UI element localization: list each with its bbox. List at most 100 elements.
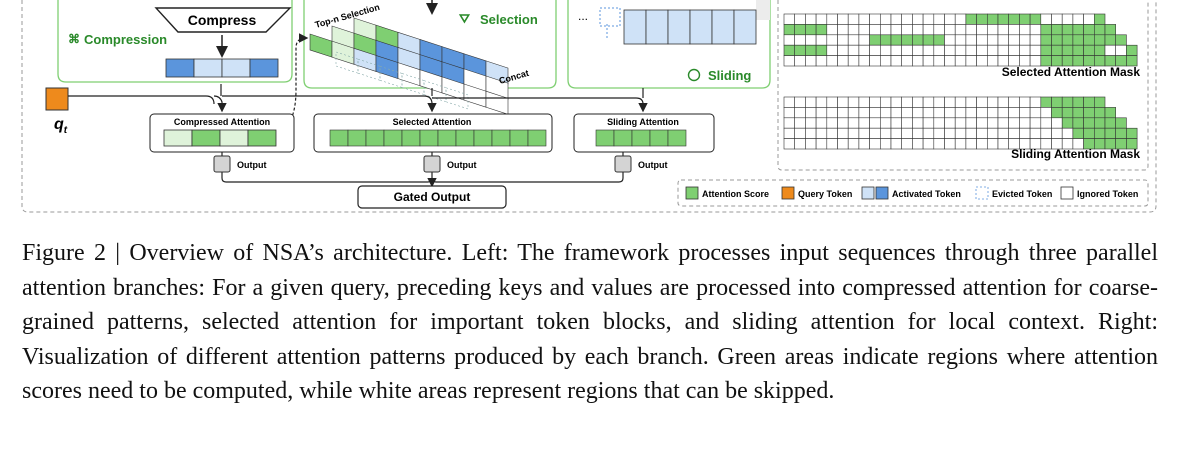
sliding-mask-cell bbox=[869, 138, 881, 150]
sliding-mask-cell bbox=[826, 138, 838, 150]
sliding-mask-cell bbox=[858, 127, 870, 139]
sliding-mask-cell bbox=[901, 138, 913, 150]
selected-mask-cell bbox=[847, 24, 860, 36]
selected-mask-cell bbox=[1040, 24, 1052, 36]
sliding-mask-cell bbox=[1115, 127, 1127, 139]
selected-mask-cell bbox=[1008, 44, 1020, 56]
selected-mask-cell bbox=[933, 24, 945, 36]
selected-mask-cell bbox=[837, 24, 849, 36]
selected-mask-cell bbox=[858, 55, 870, 67]
selected-attention-cell bbox=[347, 129, 367, 147]
selected-mask-cell bbox=[847, 55, 860, 67]
sliding-mask-cell bbox=[997, 138, 1009, 150]
sliding-mask-cell bbox=[912, 127, 924, 139]
sliding-token-blocks bbox=[623, 9, 757, 45]
selected-mask-cell bbox=[879, 24, 892, 36]
sliding-attention-mask-grid bbox=[783, 96, 1138, 150]
sliding-mask-cell bbox=[815, 138, 828, 150]
sliding-mask-cell bbox=[1051, 107, 1063, 119]
sliding-mask-cell bbox=[965, 96, 977, 108]
legend-activated-token: Activated Token bbox=[861, 186, 961, 200]
sliding-mask-cell bbox=[1029, 96, 1042, 108]
selected-mask-cell bbox=[976, 13, 988, 25]
selected-mask-cell bbox=[826, 24, 838, 36]
legend-attention-score: Attention Score bbox=[685, 186, 769, 200]
legend-query-token: Query Token bbox=[781, 186, 852, 200]
sliding-mask-cell bbox=[858, 117, 870, 129]
compress-trapezoid bbox=[154, 7, 292, 33]
sliding-mask-cell bbox=[1019, 96, 1031, 108]
selected-mask-cell bbox=[933, 34, 945, 46]
compression-label: Compression bbox=[84, 32, 167, 47]
sliding-mask-cell bbox=[1072, 96, 1084, 108]
selected-mask-cell bbox=[922, 13, 935, 25]
sliding-mask-cell bbox=[1061, 96, 1074, 108]
legend-attention-score-label: Attention Score bbox=[702, 189, 769, 199]
output-sliding: Output bbox=[614, 155, 668, 173]
sliding-branch: ... Sliding bbox=[567, 0, 771, 89]
sliding-mask-cell bbox=[794, 117, 806, 129]
sliding-mask-cell bbox=[922, 117, 935, 129]
selected-mask-cell bbox=[1008, 24, 1020, 36]
selected-mask-cell bbox=[986, 55, 999, 67]
sliding-mask-cell bbox=[1051, 127, 1063, 139]
sliding-mask-cell bbox=[944, 107, 956, 119]
sliding-mask-cell bbox=[783, 117, 795, 129]
sliding-mask-cell bbox=[1094, 127, 1106, 139]
sliding-mask-cell bbox=[986, 107, 999, 119]
selected-mask-cell bbox=[1115, 34, 1127, 46]
compress-label: Compress bbox=[188, 12, 257, 28]
sliding-attention-cell bbox=[649, 129, 669, 147]
legend-ignored-token-label: Ignored Token bbox=[1077, 189, 1138, 199]
sliding-mask-cell bbox=[837, 138, 849, 150]
legend-evicted-token-label: Evicted Token bbox=[992, 189, 1052, 199]
sliding-mask-cell bbox=[997, 107, 1009, 119]
selected-mask-cell bbox=[997, 34, 1009, 46]
sliding-mask-cell bbox=[783, 96, 795, 108]
selected-mask-cell bbox=[794, 55, 806, 67]
sliding-mask-cell bbox=[890, 107, 902, 119]
sliding-mask-cell bbox=[815, 107, 828, 119]
sliding-mask-cell bbox=[815, 127, 828, 139]
selected-mask-cell bbox=[1083, 13, 1095, 25]
query-symbol: qt bbox=[54, 116, 68, 136]
sliding-mask-cell bbox=[922, 96, 935, 108]
selected-mask-cell bbox=[986, 34, 999, 46]
sliding-mask-cell bbox=[954, 138, 967, 150]
selected-mask-cell bbox=[805, 44, 817, 56]
selected-mask-cell bbox=[1040, 44, 1052, 56]
selected-mask-cell bbox=[869, 24, 881, 36]
sliding-mask-cell bbox=[1040, 127, 1052, 139]
selection-token-rows bbox=[309, 17, 509, 115]
sliding-mask-cell bbox=[901, 117, 913, 129]
selected-mask-cell bbox=[986, 13, 999, 25]
selected-mask-cell bbox=[869, 44, 881, 56]
sliding-mask-cell bbox=[826, 127, 838, 139]
sliding-mask-cell bbox=[879, 127, 892, 139]
selected-mask-cell bbox=[858, 44, 870, 56]
selected-mask-cell bbox=[976, 44, 988, 56]
selected-mask-cell bbox=[944, 44, 956, 56]
selected-mask-cell bbox=[890, 13, 902, 25]
sliding-mask-cell bbox=[1029, 117, 1042, 129]
sliding-mask-cell bbox=[933, 138, 945, 150]
sliding-mask-cell bbox=[922, 138, 935, 150]
sliding-mask-cell bbox=[869, 127, 881, 139]
selected-mask-cell bbox=[805, 24, 817, 36]
selected-mask-cell bbox=[826, 13, 838, 25]
sliding-attention-cell bbox=[613, 129, 633, 147]
selected-mask-cell bbox=[879, 34, 892, 46]
sliding-mask-cell bbox=[783, 107, 795, 119]
selected-mask-cell bbox=[1008, 34, 1020, 46]
selected-mask-cell bbox=[858, 34, 870, 46]
sliding-mask-cell bbox=[783, 127, 795, 139]
sliding-mask-cell bbox=[794, 96, 806, 108]
selected-mask-cell bbox=[1126, 44, 1138, 56]
sliding-mask-cell bbox=[1029, 127, 1042, 139]
selected-mask-cell bbox=[1029, 13, 1042, 25]
sliding-mask-cell bbox=[858, 96, 870, 108]
selected-mask-cell bbox=[976, 34, 988, 46]
sliding-mask-cell bbox=[1083, 96, 1095, 108]
sliding-mask-cell bbox=[986, 127, 999, 139]
sliding-mask-cell bbox=[879, 138, 892, 150]
